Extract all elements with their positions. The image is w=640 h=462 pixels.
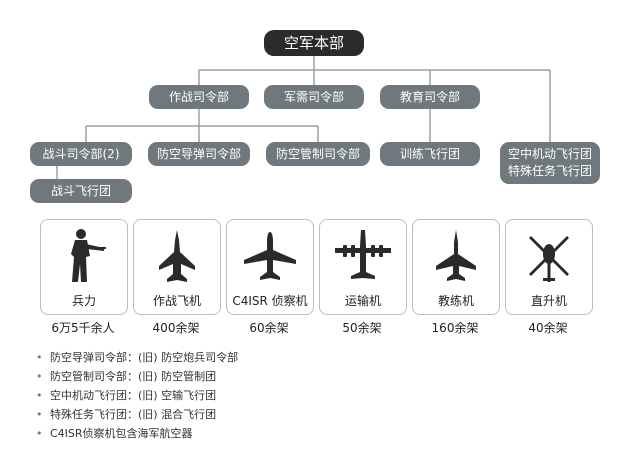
note-text: 空中机动飞行团：(旧) 空输飞行团 xyxy=(50,389,217,402)
asset-card-trainer: 教练机 xyxy=(412,219,500,315)
soldier-icon xyxy=(71,229,106,282)
asset-qty-transport: 50余架 xyxy=(342,321,382,335)
note-item: • 防空管制司令部：(旧) 防空管制团 xyxy=(36,367,238,386)
note-text: 防空导弹司令部：(旧) 防空炮兵司令部 xyxy=(50,351,239,364)
asset-qty-helicopter: 40余架 xyxy=(528,321,568,335)
asset-label-c4isr: C4ISR 侦察机 xyxy=(232,294,308,308)
note-text: 防空管制司令部：(旧) 防空管制团 xyxy=(50,370,217,383)
bullet-icon: • xyxy=(36,351,43,364)
asset-label-helicopter: 直升机 xyxy=(530,294,567,308)
node-operations-command: 作战司令部 xyxy=(149,85,249,109)
asset-card-c4isr: C4ISR 侦察机 xyxy=(226,219,314,315)
asset-qty-c4isr: 60余架 xyxy=(249,321,289,335)
bullet-icon: • xyxy=(36,370,43,383)
note-text: 特殊任务飞行团：(旧) 混合飞行团 xyxy=(50,408,217,421)
asset-label-transport: 运输机 xyxy=(344,294,381,308)
node-fighter-command: 战斗司令部(2) xyxy=(30,142,132,166)
note-item: • C4ISR侦察机包含海军航空器 xyxy=(36,424,238,443)
node-fighter-wing: 战斗飞行团 xyxy=(30,179,132,203)
note-item: • 空中机动飞行团：(旧) 空输飞行团 xyxy=(36,386,238,405)
asset-label-trainer: 教练机 xyxy=(437,294,474,308)
asset-label-personnel: 兵力 xyxy=(71,294,96,308)
node-education-command: 教育司令部 xyxy=(380,85,480,109)
trainer-jet-icon xyxy=(436,230,476,281)
node-air-force-hq: 空军本部 xyxy=(264,30,364,56)
recon-plane-icon xyxy=(244,232,296,280)
node-air-defense-missile-command: 防空导弹司令部 xyxy=(148,142,250,166)
note-item: • 特殊任务飞行团：(旧) 混合飞行团 xyxy=(36,405,238,424)
fighter-jet-icon xyxy=(159,230,195,282)
node-air-defense-control-command: 防空管制司令部 xyxy=(266,142,370,166)
node-logistics-command: 军需司令部 xyxy=(264,85,364,109)
node-special-mission-wing: 特殊任务飞行团 xyxy=(507,164,592,178)
note-text: C4ISR侦察机包含海军航空器 xyxy=(50,427,193,440)
notes-list: •防空导弹司令部：(旧) 防空炮兵司令部 •防空管制司令部：(旧) 防空管制团 … xyxy=(36,348,238,443)
asset-qty-combat-aircraft: 400余架 xyxy=(152,321,200,335)
asset-qty-trainer: 160余架 xyxy=(431,321,479,335)
asset-card-transport: 运输机 xyxy=(319,219,407,315)
asset-card-combat-aircraft: 作战飞机 xyxy=(133,219,221,315)
asset-card-personnel: 兵力 xyxy=(40,219,128,315)
node-air-mobility-special-wings: 空中机动飞行团 特殊任务飞行团 xyxy=(500,142,600,184)
transport-plane-icon xyxy=(335,230,391,279)
org-connectors xyxy=(56,54,551,179)
asset-label-combat-aircraft: 作战飞机 xyxy=(152,294,201,308)
node-training-wing: 训练飞行团 xyxy=(380,142,480,166)
bullet-icon: • xyxy=(36,389,43,402)
bullet-icon: • xyxy=(36,408,43,421)
helicopter-icon xyxy=(529,236,569,282)
note-item: • 防空导弹司令部：(旧) 防空炮兵司令部 xyxy=(36,348,238,367)
asset-qty-personnel: 6万5千余人 xyxy=(51,321,115,335)
node-air-mobility-wing: 空中机动飞行团 xyxy=(507,147,592,161)
asset-card-helicopter: 直升机 xyxy=(505,219,593,315)
bullet-icon: • xyxy=(36,427,43,440)
